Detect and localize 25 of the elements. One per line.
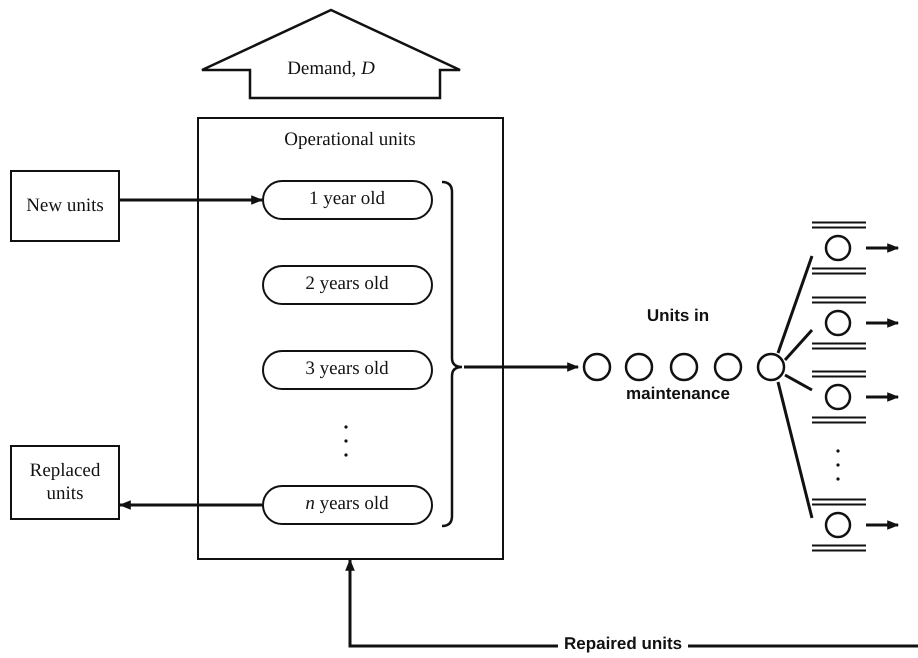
arrow — [866, 520, 900, 530]
queue-label: maintenance — [625, 384, 731, 404]
arrow — [120, 195, 264, 205]
age-group-pill: 2 years old — [262, 264, 432, 304]
demand-arrow — [200, 8, 462, 100]
server-symbol — [812, 221, 866, 275]
operational-units-panel — [197, 117, 504, 560]
age-group-pill: 1 year old — [262, 180, 432, 220]
arrow — [866, 243, 900, 253]
edge-label: Repaired units — [558, 634, 688, 654]
server-symbol — [812, 498, 866, 552]
arrow — [866, 318, 900, 328]
server-symbol — [812, 370, 866, 424]
unit-box: Replaced units — [10, 445, 120, 520]
unit-box: New units — [10, 170, 120, 242]
arrow — [866, 392, 900, 402]
arrow — [118, 500, 262, 510]
demand-label: Demand, D — [286, 58, 376, 80]
age-group-pill: n years old — [262, 484, 432, 524]
age-group-pill: 3 years old — [262, 350, 432, 390]
arrow — [464, 362, 580, 372]
queue-label: Units in — [646, 306, 710, 326]
server-symbol — [812, 296, 866, 350]
panel-title: Operational units — [283, 129, 417, 152]
brace — [440, 180, 464, 530]
